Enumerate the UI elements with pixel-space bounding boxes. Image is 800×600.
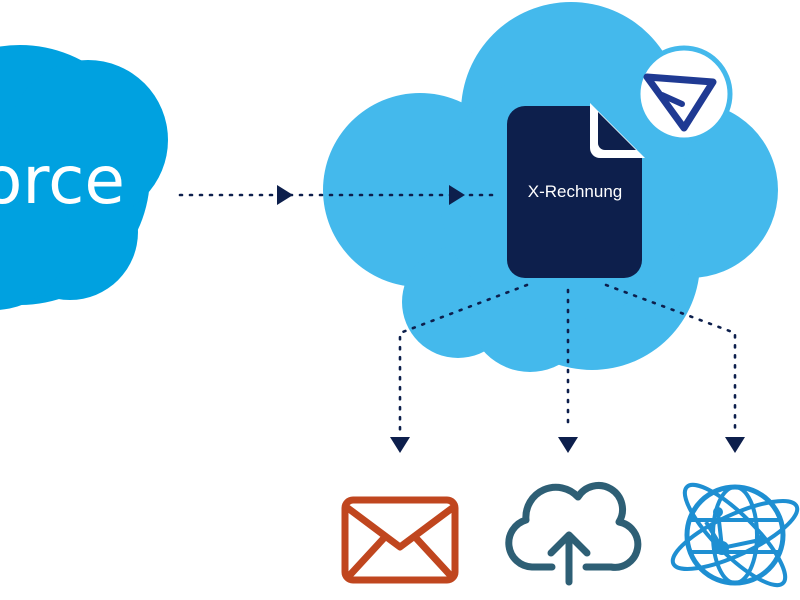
arrow-down-icon [390,437,410,453]
arrow-right-icon [277,185,293,205]
salesforce-cloud [0,45,168,310]
document-label: X-Rechnung [528,182,623,201]
connector-source-to-document [178,185,502,205]
arrow-down-icon [725,437,745,453]
connector-document-to-network [604,283,745,453]
cloud-upload-icon [505,482,642,586]
paper-plane-logo-icon [643,73,717,132]
envelope-icon [341,496,459,584]
salesforce-label: orce [0,142,125,219]
connector-document-to-upload [558,288,578,453]
arrow-down-icon [558,437,578,453]
network-globe-icon [670,482,800,588]
x-rechnung-document-icon [507,103,645,278]
connector-document-to-email [390,283,529,453]
arrow-right-icon [449,185,465,205]
brand-badge [635,45,733,143]
